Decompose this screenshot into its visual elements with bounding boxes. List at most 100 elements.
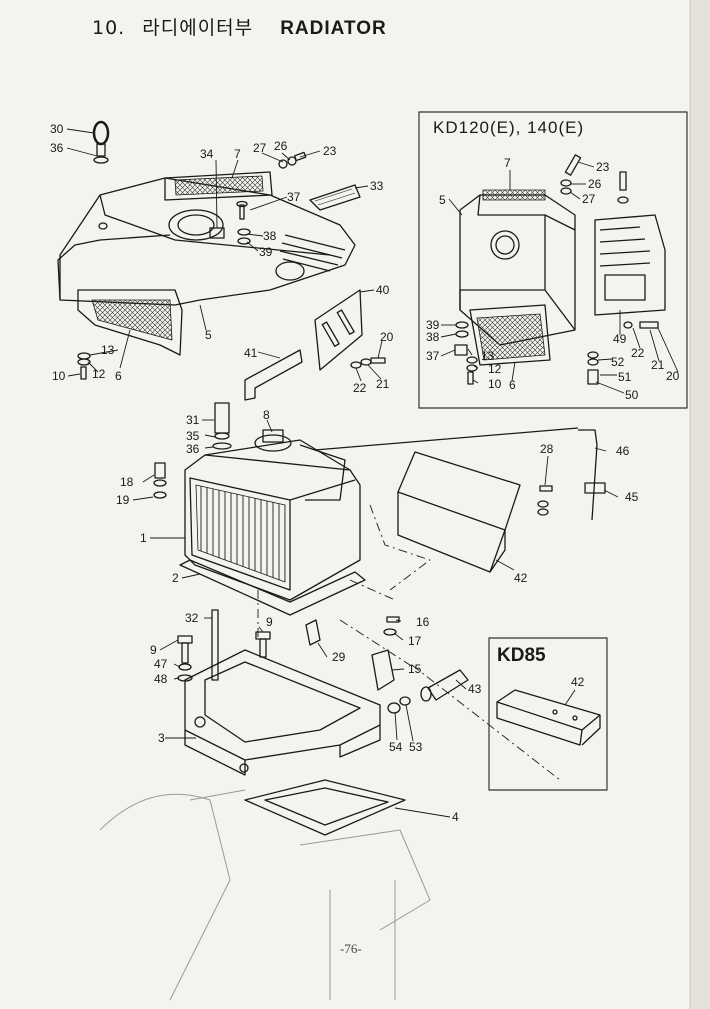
callout-29: 29: [332, 650, 346, 664]
callout-17: 17: [408, 634, 422, 648]
callout-46: 46: [616, 444, 630, 458]
page-edge-shadow: [690, 0, 710, 1009]
kd120-callout-13: 13: [481, 349, 495, 363]
inset-kd120-side-panel-part: [594, 214, 666, 316]
callout-10: 10: [52, 369, 66, 383]
callout-8: 8: [263, 408, 270, 422]
bracket-40-part: [314, 289, 363, 371]
decal-plate-part: [309, 184, 361, 211]
inset-kd85-frame: [488, 637, 608, 791]
drain-plug-18-19-part: [153, 462, 167, 499]
kd120-callout-7: 7: [504, 156, 511, 170]
callout-43: 43: [468, 682, 482, 696]
callout-5: 5: [205, 328, 212, 342]
callout-27: 27: [253, 141, 267, 155]
frame-studs-part: [177, 609, 271, 682]
kd120-callout-20: 20: [666, 369, 680, 383]
kd120-callout-52: 52: [611, 355, 625, 369]
callout-33: 33: [370, 179, 384, 193]
callout-37: 37: [287, 190, 301, 204]
inset-kd120-frame: [418, 111, 688, 409]
callout-45: 45: [625, 490, 639, 504]
page-title: 10. 라디에이터부 RADIATOR: [92, 13, 387, 40]
radiator-cap-stack-part: [212, 402, 232, 450]
leader-lines: [66, 128, 383, 382]
callout-48: 48: [154, 672, 168, 686]
callout-19: 19: [116, 493, 130, 507]
radiator-core-part: [184, 429, 361, 601]
bracket-41-part: [244, 349, 303, 401]
callout-35: 35: [186, 429, 200, 443]
radiator-frame-part: [184, 649, 381, 776]
kd120-callout-12: 12: [488, 362, 502, 376]
washers-10-13-part: [77, 352, 91, 380]
lifting-eye-bolt-part: [92, 120, 110, 164]
section-number: 10.: [92, 17, 126, 39]
kd120-callout-51: 51: [618, 370, 632, 384]
bolt-washer-20-22-part: [350, 357, 386, 369]
kd120-callout-10: 10: [488, 377, 502, 391]
callout-36b: 36: [186, 442, 200, 456]
leader-lines-bottom: [159, 617, 467, 818]
kd85-callout-42: 42: [571, 675, 585, 689]
callout-3: 3: [158, 731, 165, 745]
callout-41: 41: [244, 346, 258, 360]
kd120-callout-6: 6: [509, 378, 516, 392]
callout-13: 13: [101, 343, 115, 357]
section-title-korean: 라디에이터부: [142, 17, 254, 39]
kd120-callouts: 7 23 26 5 27 39 38 13 37 12 10 6 49 22 2…: [426, 156, 680, 402]
side-grille-part: [77, 289, 183, 356]
callout-20: 20: [380, 330, 394, 344]
callout-2: 2: [172, 571, 179, 585]
callout-53: 53: [409, 740, 423, 754]
callout-40: 40: [376, 283, 390, 297]
callout-26: 26: [274, 139, 288, 153]
leader-lines-lower: [132, 419, 619, 579]
callout-30: 30: [50, 122, 64, 136]
gasket-plate-part: [244, 779, 406, 836]
bolts-28-part: [537, 485, 553, 516]
inset-kd120-leaders: [440, 161, 679, 394]
kd120-callout-49: 49: [613, 332, 627, 346]
callout-9: 9: [266, 615, 273, 629]
callout-42: 42: [514, 571, 528, 585]
kd120-callout-50: 50: [625, 388, 639, 402]
kd120-callout-21: 21: [651, 358, 665, 372]
hood-part: [57, 177, 356, 306]
hood-bolts-part: [236, 151, 307, 245]
callout-22: 22: [353, 381, 367, 395]
callout-1: 1: [140, 531, 147, 545]
callout-28: 28: [540, 442, 554, 456]
callout-39: 39: [259, 245, 273, 259]
radiator-bottom-plate-part: [179, 559, 366, 616]
callout-32: 32: [185, 611, 199, 625]
page-number: -76-: [340, 941, 362, 956]
kd120-callout-23: 23: [596, 160, 610, 174]
callout-7: 7: [234, 147, 241, 161]
callout-12: 12: [92, 367, 106, 381]
kd120-callout-26: 26: [588, 177, 602, 191]
section-title-english: RADIATOR: [280, 18, 387, 39]
inset-kd85-title: KD85: [497, 645, 546, 666]
kd120-callout-39: 39: [426, 318, 440, 332]
callout-21: 21: [376, 377, 390, 391]
kd120-callout-27: 27: [582, 192, 596, 206]
overflow-tube-part: [314, 427, 606, 521]
drain-cock-43-part: [387, 669, 469, 714]
kd120-callout-22: 22: [631, 346, 645, 360]
callout-6: 6: [115, 369, 122, 383]
kd120-callout-37: 37: [426, 349, 440, 363]
kd120-callout-38: 38: [426, 330, 440, 344]
callout-47: 47: [154, 657, 168, 671]
callout-18: 18: [120, 475, 134, 489]
main-callouts: 30 36 34 7 27 26 23 37 33 38 39 40 5 20 …: [50, 122, 639, 824]
top-grille-part: [164, 171, 273, 201]
nuts-16-17-29-part: [305, 616, 400, 691]
callout-38: 38: [263, 229, 277, 243]
callout-54: 54: [389, 740, 403, 754]
inset-kd120-title: KD120(E), 140(E): [433, 118, 585, 137]
callout-16: 16: [416, 615, 430, 629]
engine-background-outline: [99, 789, 431, 1001]
